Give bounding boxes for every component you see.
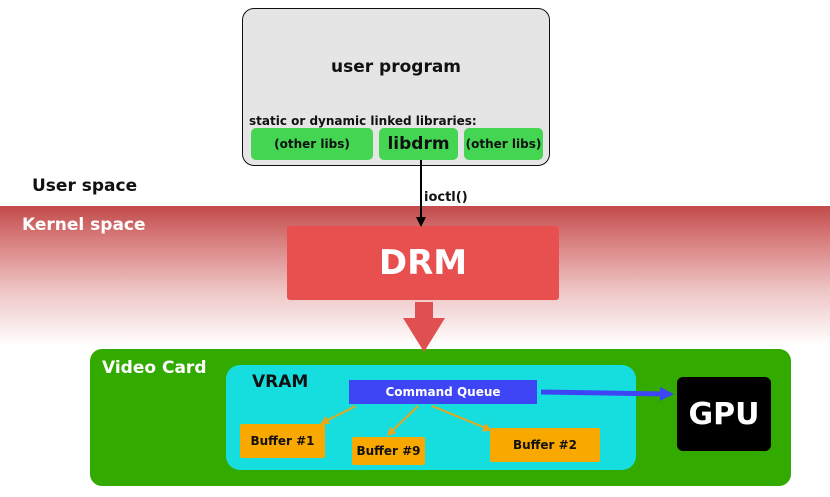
gpu-box: GPU xyxy=(677,377,771,451)
queue-to-buffer-1-arrow xyxy=(319,405,357,425)
video-card-label: Video Card xyxy=(102,358,207,378)
other-libs-box-right: (other libs) xyxy=(464,128,543,160)
command-queue-box: Command Queue xyxy=(349,380,537,404)
buffer-2-box: Buffer #2 xyxy=(490,428,600,462)
vram-label: VRAM xyxy=(252,372,309,392)
ioctl-label: ioctl() xyxy=(424,190,468,205)
queue-to-buffer-9-arrow xyxy=(386,405,419,437)
user-program-title: user program xyxy=(330,57,462,77)
user-space-label: User space xyxy=(32,176,138,196)
libraries-caption: static or dynamic linked libraries: xyxy=(249,114,477,128)
drm-box: DRM xyxy=(287,226,559,300)
queue-to-gpu-arrow xyxy=(540,386,674,401)
libdrm-box: libdrm xyxy=(379,128,458,160)
drm-to-video-card-arrow xyxy=(403,302,445,352)
kernel-space-label: Kernel space xyxy=(22,215,146,235)
buffer-1-box: Buffer #1 xyxy=(240,424,325,458)
other-libs-box-left: (other libs) xyxy=(251,128,373,160)
queue-to-buffer-2-arrow xyxy=(431,405,493,432)
buffer-9-box: Buffer #9 xyxy=(352,437,425,465)
